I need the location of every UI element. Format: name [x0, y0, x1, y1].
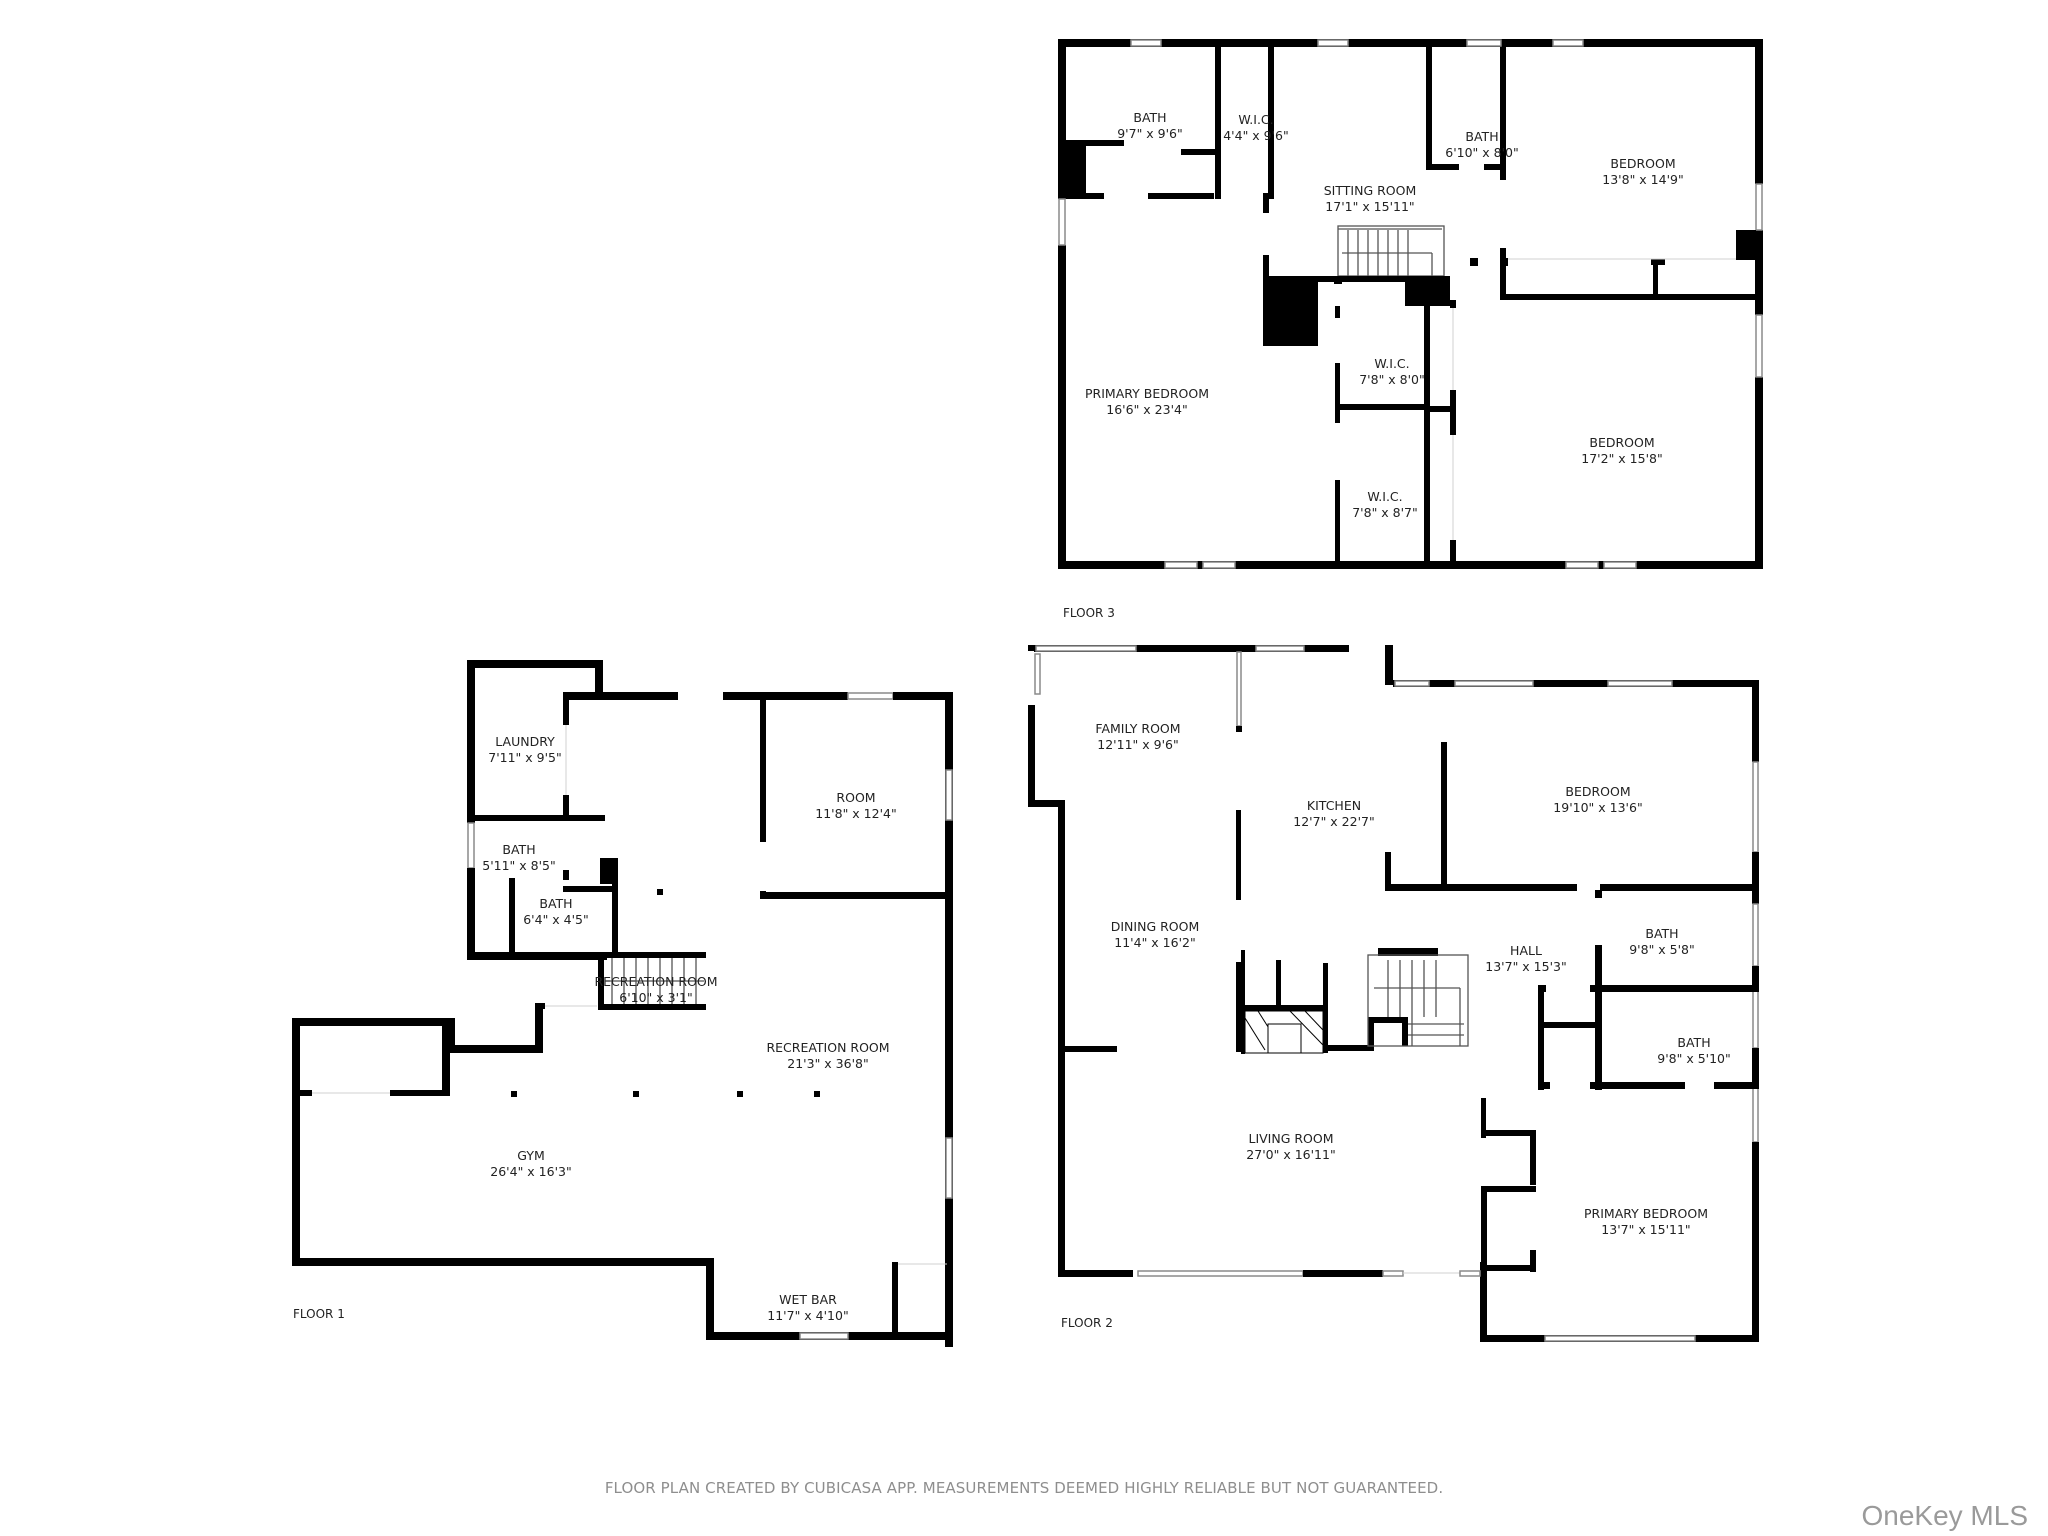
floor-2-plan	[1028, 645, 1759, 1342]
brand-watermark: OneKey MLS	[1861, 1500, 2028, 1531]
floor-1-stairs	[606, 958, 704, 1004]
fireplace-icon	[1244, 1010, 1324, 1054]
disclaimer-text: FLOOR PLAN CREATED BY CUBICASA APP. MEAS…	[604, 1479, 1444, 1497]
floor-1-label: FLOOR 1	[293, 1307, 345, 1321]
room-label: W.I.C.7'8" x 8'7"	[1352, 489, 1418, 520]
room-label: W.I.C.4'4" x 9'6"	[1223, 112, 1289, 143]
room-label: W.I.C.7'8" x 8'0"	[1359, 356, 1425, 387]
floor-1-plan	[292, 660, 953, 1347]
floor-2-stairs	[1367, 954, 1469, 1047]
floor-3-plan	[1058, 39, 1763, 569]
floor-2-label: FLOOR 2	[1061, 1316, 1113, 1330]
floor-3-label: FLOOR 3	[1063, 606, 1115, 620]
